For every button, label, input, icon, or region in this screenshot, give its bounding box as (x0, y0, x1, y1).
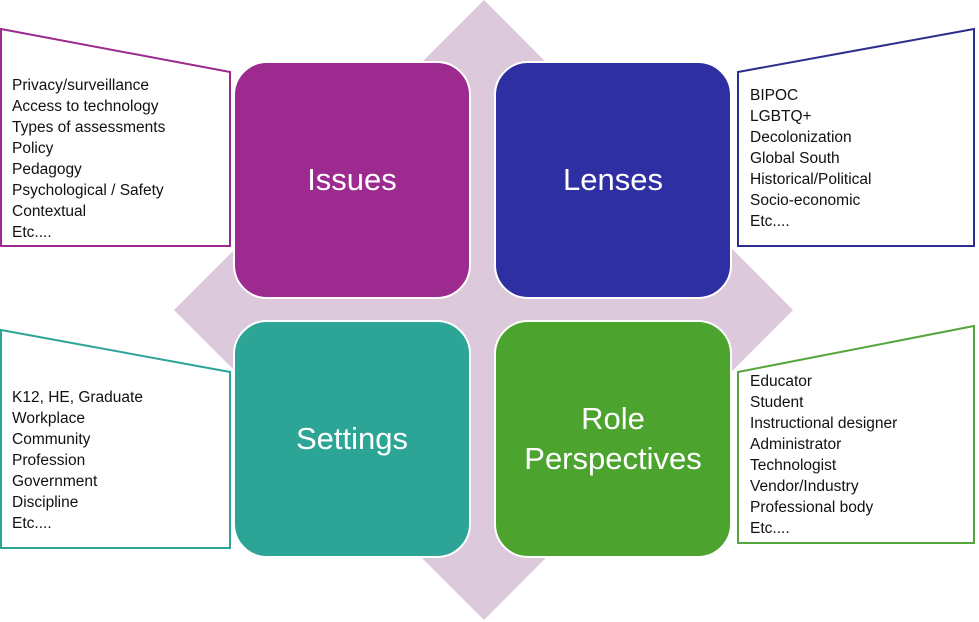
list-item: Administrator (750, 436, 842, 453)
list-item: Instructional designer (750, 415, 898, 432)
role-perspectives-tile: Role Perspectives (494, 320, 732, 558)
list-item: Global South (750, 150, 840, 167)
list-item: Professional body (750, 499, 874, 516)
list-item: Privacy/surveillance (12, 77, 149, 94)
settings-tile: Settings (233, 320, 471, 558)
list-item: LGBTQ+ (750, 108, 812, 125)
settings-callout-outline (0, 328, 231, 549)
list-item: Etc.... (750, 213, 790, 230)
list-item: Socio-economic (750, 192, 861, 209)
list-item: Etc.... (12, 515, 52, 532)
list-item: Discipline (12, 494, 79, 511)
list-item: Government (12, 473, 98, 490)
list-item: Pedagogy (12, 161, 82, 178)
list-item: Technologist (750, 457, 837, 474)
issues-list: Privacy/surveillance Access to technolog… (12, 75, 165, 243)
list-item: K12, HE, Graduate (12, 389, 143, 406)
issues-callout-outline (0, 27, 231, 247)
role-perspectives-title: Role Perspectives (524, 401, 702, 476)
list-item: Contextual (12, 203, 87, 220)
issues-title: Issues (307, 162, 397, 197)
issues-tile: Issues (233, 61, 471, 299)
list-item: Types of assessments (12, 119, 166, 136)
list-item: Community (12, 431, 91, 448)
list-item: BIPOC (750, 87, 799, 104)
list-item: Workplace (12, 410, 85, 427)
settings-title: Settings (295, 421, 408, 456)
lenses-title: Lenses (563, 162, 663, 197)
list-item: Access to technology (12, 98, 159, 115)
list-item: Psychological / Safety (12, 182, 164, 199)
lenses-tile: Lenses (494, 61, 732, 299)
list-item: Student (750, 394, 804, 411)
list-item: Policy (12, 140, 54, 157)
roles-callout-outline (737, 324, 975, 544)
lenses-callout-outline (737, 27, 975, 247)
list-item: Historical/Political (750, 171, 872, 188)
list-item: Etc.... (750, 520, 790, 537)
role-perspectives-list: Educator Student Instructional designer … (750, 371, 897, 539)
list-item: Vendor/Industry (750, 478, 859, 495)
list-item: Etc.... (12, 224, 52, 241)
lenses-list: BIPOC LGBTQ+ Decolonization Global South… (750, 85, 871, 232)
list-item: Decolonization (750, 129, 852, 146)
list-item: Educator (750, 373, 813, 390)
list-item: Profession (12, 452, 86, 469)
settings-list: K12, HE, Graduate Workplace Community Pr… (12, 387, 143, 534)
